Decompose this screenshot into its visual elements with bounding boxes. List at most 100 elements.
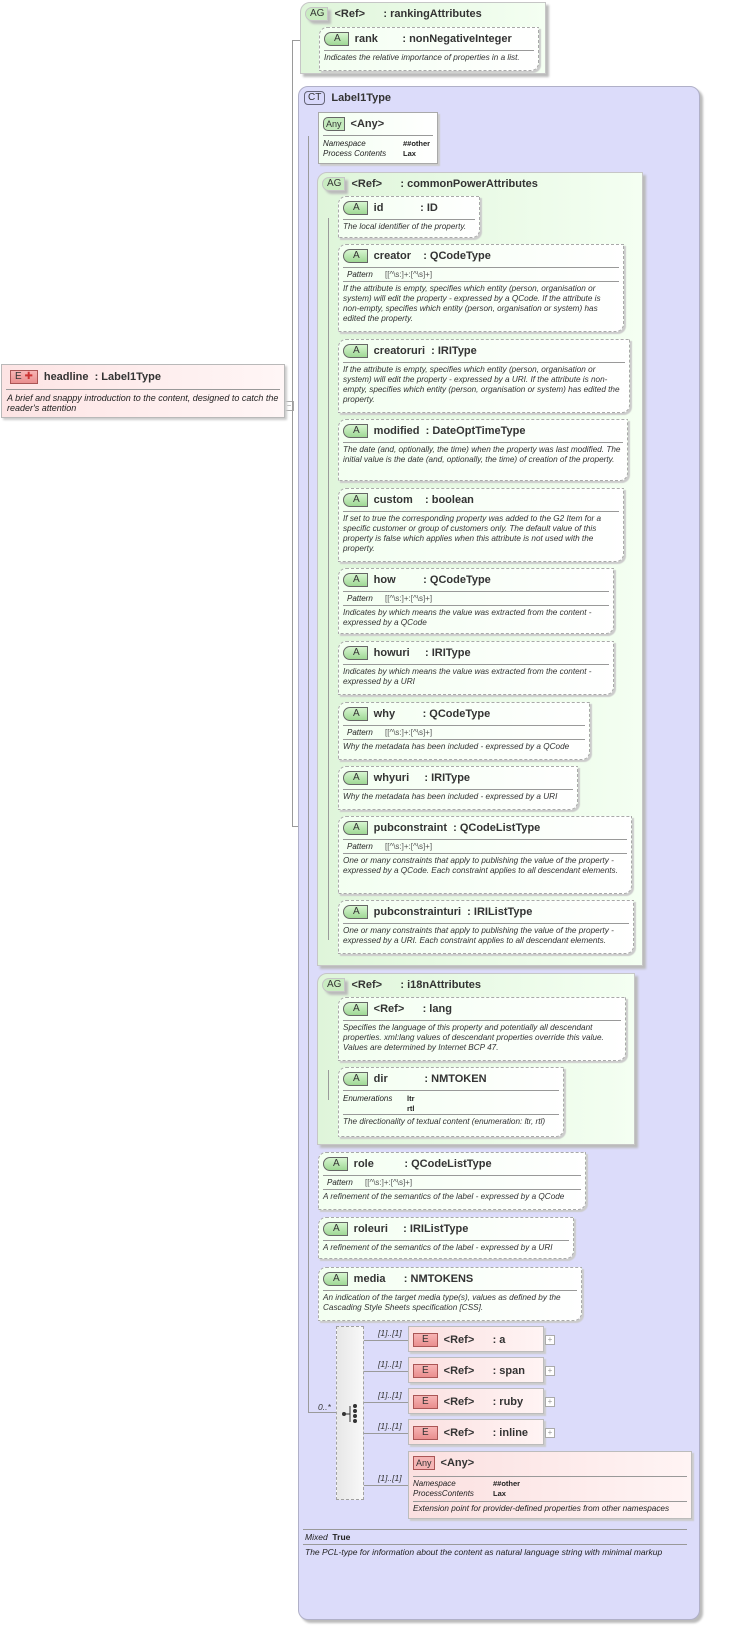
namespace-value: ##other <box>403 139 431 148</box>
element-a[interactable]: E <Ref> : a <box>408 1326 544 1352</box>
element-icon: E ✚ <box>10 370 38 384</box>
attribute-description: Indicates by which means the value was e… <box>343 667 592 686</box>
attribute-title: <Ref> : lang <box>373 1003 452 1015</box>
choice-multiplicity: 0..* <box>318 1402 331 1412</box>
element-title: <Ref> : span <box>443 1365 525 1377</box>
plus-icon: ✚ <box>24 371 33 382</box>
attribute-icon: A <box>343 1002 368 1016</box>
complex-type-description: The PCL-type for information about the c… <box>303 1544 687 1559</box>
attribute-description: Indicates the relative importance of pro… <box>324 53 520 62</box>
pattern-label: Pattern <box>327 1178 353 1187</box>
connector <box>364 1371 408 1372</box>
pattern-value: [[^\s:]+:[^\s]+] <box>385 842 433 851</box>
namespace-label: Namespace <box>413 1479 456 1488</box>
attribute-lang[interactable]: A <Ref> : lang Specifies the language of … <box>338 997 626 1061</box>
attribute-description: An indication of the target media type(s… <box>323 1293 561 1312</box>
mixed-label: Mixed <box>305 1532 328 1542</box>
attribute-icon: A <box>343 573 368 587</box>
attribute-description: Indicates by which means the value was e… <box>343 608 592 627</box>
element-span[interactable]: E <Ref> : span <box>408 1357 544 1383</box>
element-title: <Ref> : inline <box>443 1427 529 1439</box>
attribute-title: custom : boolean <box>373 494 474 506</box>
attribute-title: modified : DateOptTimeType <box>373 425 526 437</box>
complex-type-footer: Mixed True The PCL-type for information … <box>303 1529 687 1559</box>
pattern-label: Pattern <box>347 270 373 279</box>
attribute-title: rank : nonNegativeInteger <box>354 33 512 45</box>
attribute-icon: A <box>324 32 349 46</box>
any-icon: Any <box>413 1456 435 1470</box>
choice-compositor[interactable] <box>336 1326 364 1500</box>
complex-type-title: Label1Type <box>331 92 392 104</box>
element-title: <Ref> : ruby <box>443 1396 524 1408</box>
any-wildcard-other[interactable]: Any<Any> Namespace##other ProcessContent… <box>408 1451 692 1519</box>
attribute-description: Specifies the language of this property … <box>343 1023 604 1052</box>
attribute-icon: A <box>343 249 368 263</box>
attribute-description: The directionality of textual content (e… <box>343 1117 546 1126</box>
attribute-icon: A <box>343 771 368 785</box>
attribute-title: pubconstraint : QCodeListType <box>373 822 541 834</box>
attribute-title: how : QCodeType <box>373 574 491 586</box>
connector <box>308 136 309 1412</box>
connector <box>364 1340 408 1341</box>
attribute-title: media : NMTOKENS <box>353 1273 474 1285</box>
connector <box>292 826 302 827</box>
attribute-icon: A <box>343 424 368 438</box>
attribute-icon: A <box>343 344 368 358</box>
expand-toggle[interactable]: + <box>545 1397 555 1407</box>
expand-toggle[interactable]: + <box>545 1366 555 1376</box>
element-ruby[interactable]: E <Ref> : ruby <box>408 1388 544 1414</box>
attribute-description: If the attribute is empty, specifies whi… <box>343 284 601 323</box>
attribute-icon: A <box>343 1072 368 1086</box>
enumerations-label: Enumerations <box>343 1094 393 1103</box>
element-inline[interactable]: E<Ref> : inline <box>408 1419 544 1445</box>
group-title: <Ref> : i18nAttributes <box>351 979 482 991</box>
attribute-description: A refinement of the semantics of the lab… <box>323 1243 553 1252</box>
element-title: <Ref> : a <box>443 1334 506 1346</box>
attribute-description: One or many constraints that apply to pu… <box>343 856 618 875</box>
element-badge-label: E <box>15 371 22 382</box>
expand-toggle[interactable]: + <box>545 1335 555 1345</box>
attribute-title: whyuri : IRIType <box>373 772 471 784</box>
process-contents-label: ProcessContents <box>413 1489 474 1498</box>
element-multiplicity: [1]..[1] <box>378 1421 402 1431</box>
attribute-description: One or many constraints that apply to pu… <box>343 926 614 945</box>
element-icon: E <box>413 1395 438 1409</box>
group-title: <Ref> : rankingAttributes <box>334 8 482 20</box>
root-element-headline[interactable]: E ✚ headline : Label1Type A brief and sn… <box>1 364 285 418</box>
any-title: <Any> <box>350 118 385 130</box>
expand-toggle[interactable]: + <box>545 1428 555 1438</box>
any-wildcard[interactable]: Any<Any> Namespace##other Process Conten… <box>318 112 438 164</box>
attribute-description: Why the metadata has been included - exp… <box>343 792 558 801</box>
attribute-description: If the attribute is empty, specifies whi… <box>343 365 620 404</box>
attribute-title: id : ID <box>373 202 438 214</box>
element-icon: E <box>413 1364 438 1378</box>
attribute-description: A refinement of the semantics of the lab… <box>323 1192 565 1201</box>
attribute-icon: A <box>323 1272 348 1286</box>
attribute-title: creatoruri : IRIType <box>373 345 477 357</box>
complex-type-icon: CT <box>304 91 326 105</box>
attribute-icon: A <box>343 201 368 215</box>
process-contents-value: Lax <box>493 1489 506 1498</box>
pattern-label: Pattern <box>347 594 373 603</box>
enum-value: ltr <box>407 1094 415 1103</box>
element-icon: E <box>413 1333 438 1347</box>
connector <box>364 1485 408 1486</box>
attribute-icon: A <box>343 707 368 721</box>
